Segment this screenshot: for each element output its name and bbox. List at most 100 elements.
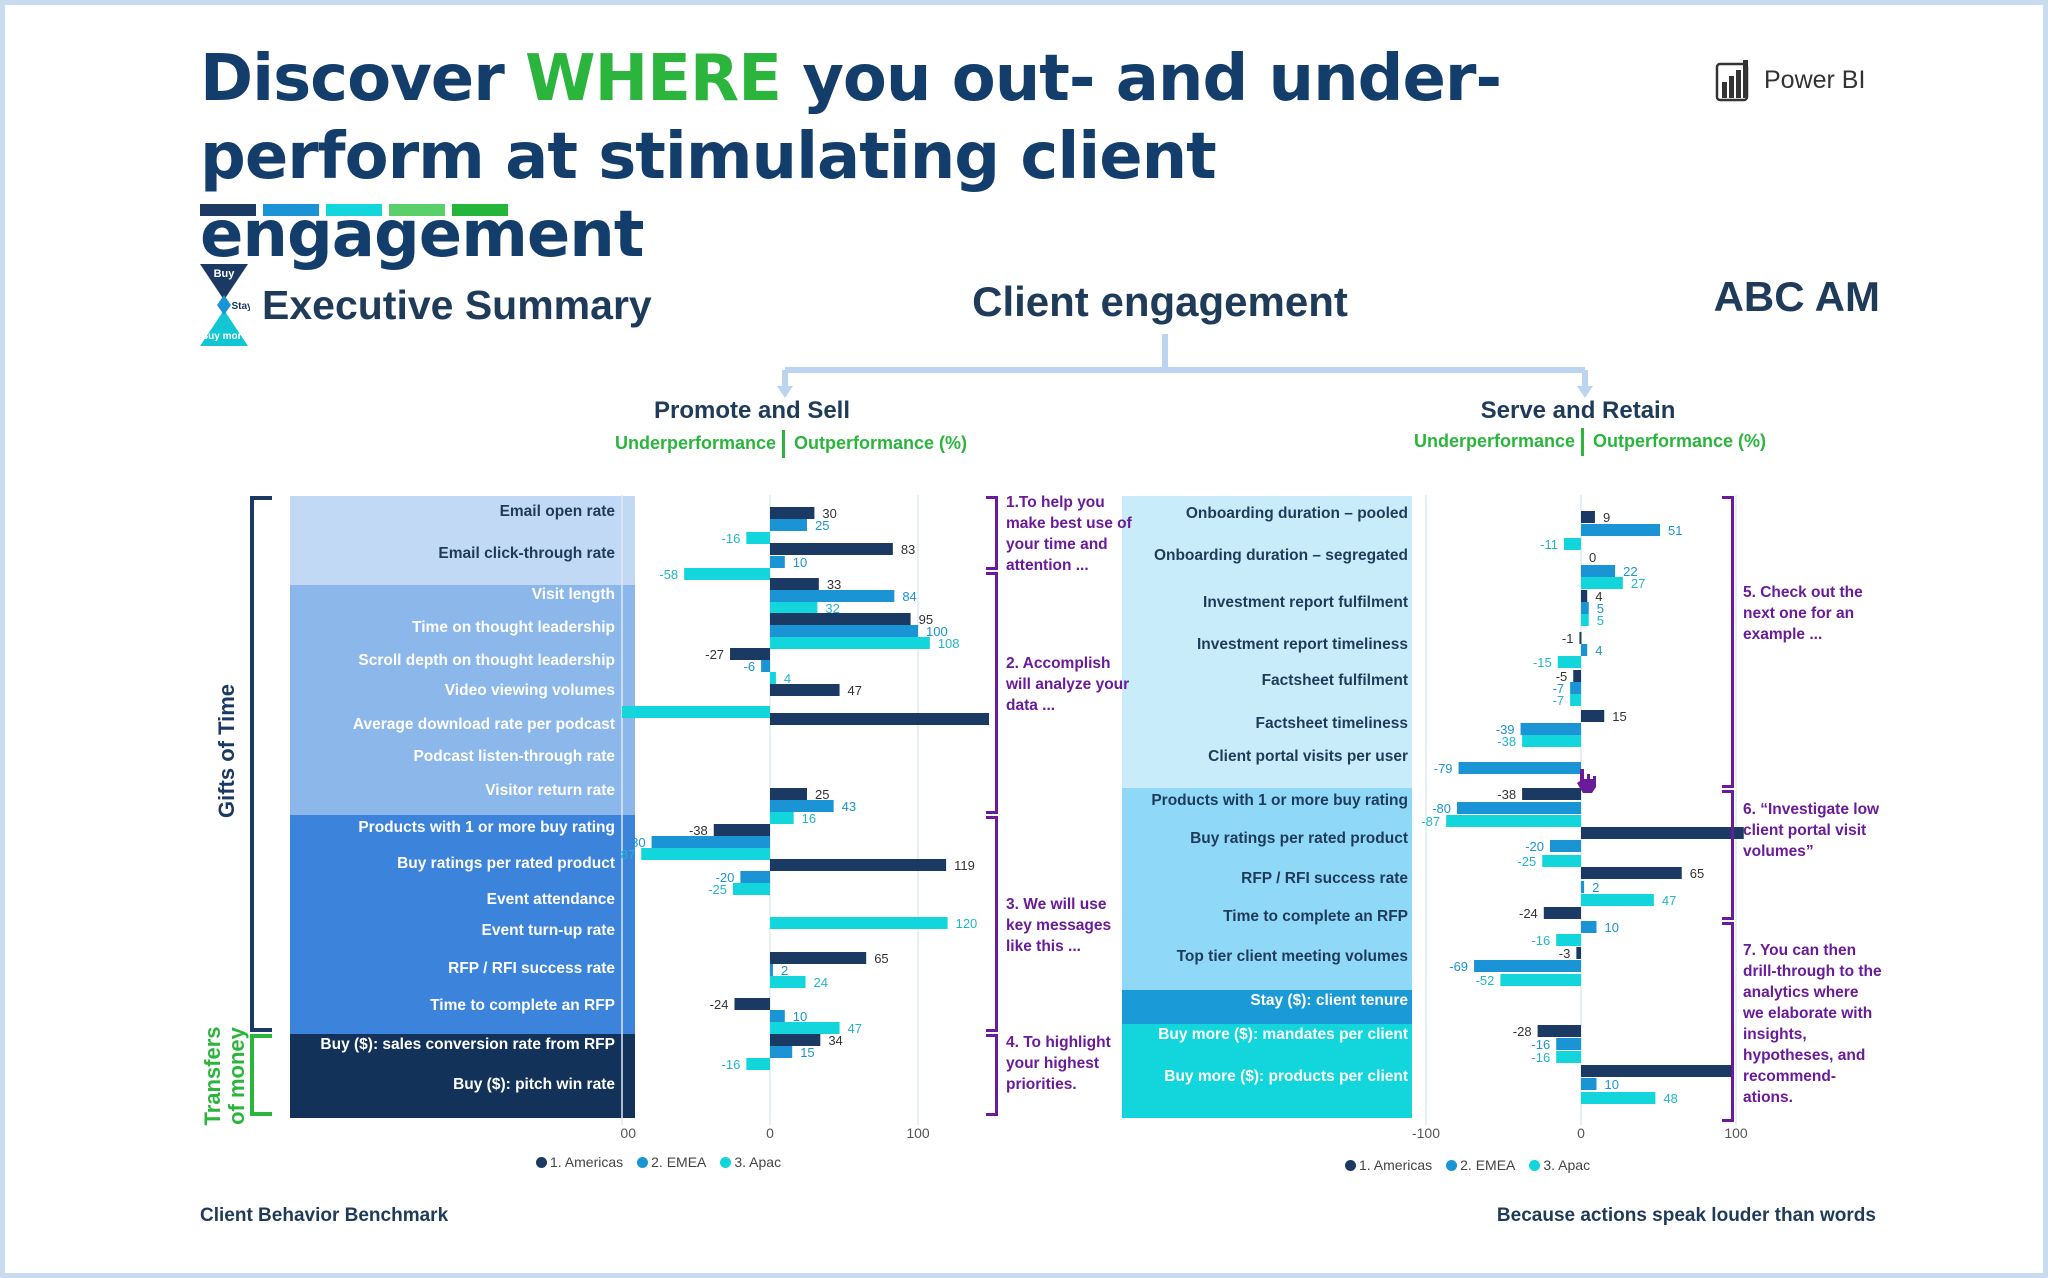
serve-and-retain-title: Serve and Retain xyxy=(1480,397,1676,424)
data-label: 0 xyxy=(1589,550,1596,565)
promote-performance-labels: Underperformance Outperformance (%) xyxy=(494,430,1094,458)
bar-emea xyxy=(770,1010,785,1022)
color-bar-segment xyxy=(263,204,319,216)
data-label: 100 xyxy=(926,624,948,639)
note-bracket xyxy=(986,1034,998,1116)
x-tick-label: 0 xyxy=(766,1125,774,1141)
data-label: 16 xyxy=(802,811,816,826)
data-label: 48 xyxy=(1663,1091,1677,1106)
data-label: 95 xyxy=(919,612,933,627)
data-label: -80 xyxy=(1432,801,1451,816)
row-label: Visit length xyxy=(531,586,615,603)
bar-americas xyxy=(770,713,990,725)
bar-emea xyxy=(1581,921,1597,933)
bar-apac xyxy=(770,602,818,614)
bar-apac xyxy=(641,848,770,860)
data-label: -38 xyxy=(1497,787,1516,802)
bar-emea xyxy=(770,625,918,637)
bar-apac xyxy=(746,1058,770,1070)
data-label: 10 xyxy=(1605,1077,1619,1092)
transfers-of-money-label: Transfers of money xyxy=(200,1026,249,1126)
bar-emea xyxy=(770,800,834,812)
bar-apac xyxy=(746,532,770,544)
row-label: Email click-through rate xyxy=(438,545,615,562)
x-tick-label: 100 xyxy=(1724,1125,1748,1141)
data-label: -25 xyxy=(1517,854,1536,869)
data-label: 47 xyxy=(1662,893,1676,908)
underperformance-label: Underperformance xyxy=(614,433,776,453)
row-label: Products with 1 or more buy rating xyxy=(358,819,615,836)
row-label: Investment report fulfilment xyxy=(1203,594,1408,611)
data-label: 65 xyxy=(1690,866,1704,881)
bar-americas xyxy=(1581,710,1605,722)
data-label: 2 xyxy=(781,963,788,978)
data-label: -25 xyxy=(708,882,727,897)
bar-apac xyxy=(1556,934,1581,946)
underperformance-label: Underperformance xyxy=(1413,431,1575,451)
row-label: Event turn-up rate xyxy=(481,922,615,939)
chart-legend-left: 1. Americas 2. EMEA 3. Apac xyxy=(536,1154,781,1170)
data-label: -20 xyxy=(1525,839,1544,854)
row-label: Buy ($): pitch win rate xyxy=(453,1076,615,1093)
color-bar-segment xyxy=(326,204,382,216)
bar-emea xyxy=(1457,802,1581,814)
label-band xyxy=(290,496,635,585)
data-label: 4 xyxy=(1595,643,1602,658)
legend-americas: 1. Americas xyxy=(1345,1157,1432,1173)
bar-emea xyxy=(740,871,770,883)
data-label: 47 xyxy=(848,1021,862,1036)
row-label: Time on thought leadership xyxy=(412,619,615,636)
data-label: 5 xyxy=(1597,601,1604,616)
row-label: Factsheet fulfilment xyxy=(1261,672,1408,689)
page-title: Discover WHERE you out- and under- perfo… xyxy=(200,42,1502,272)
hierarchy-connector xyxy=(777,334,1593,398)
data-label: 83 xyxy=(901,542,915,557)
bar-americas xyxy=(770,543,893,555)
row-label: Buy more ($): mandates per client xyxy=(1158,1026,1408,1043)
bar-americas xyxy=(770,859,947,871)
note-bracket xyxy=(1722,790,1734,920)
data-label: -16 xyxy=(1531,1037,1550,1052)
hand-cursor-icon xyxy=(1577,769,1596,793)
row-label: Onboarding duration – segregated xyxy=(1153,547,1408,564)
x-tick-label: 100 xyxy=(906,1125,930,1141)
data-label: 15 xyxy=(1612,709,1626,724)
bar-americas xyxy=(770,613,911,625)
bar-apac xyxy=(1581,577,1623,589)
bar-apac xyxy=(770,1022,840,1034)
bar-americas xyxy=(1581,511,1595,523)
serve-performance-labels: Underperformance Outperformance (%) xyxy=(1293,428,1893,456)
row-label: Average download rate per podcast xyxy=(352,716,615,733)
bar-emea xyxy=(1520,723,1581,735)
bar-americas xyxy=(1522,788,1581,800)
data-label: -79 xyxy=(1434,761,1453,776)
data-label: -38 xyxy=(1497,734,1516,749)
data-label: 2 xyxy=(1592,880,1599,895)
bar-apac xyxy=(1522,735,1581,747)
bar-emea xyxy=(1581,1078,1597,1090)
data-label: 10 xyxy=(793,1009,807,1024)
data-label: 22 xyxy=(1623,564,1637,579)
outperformance-label: Outperformance (%) xyxy=(794,433,968,453)
client-engagement-title: Client engagement xyxy=(972,278,1348,325)
data-label: 84 xyxy=(902,589,916,604)
data-label: 120 xyxy=(956,916,978,931)
data-label: -3 xyxy=(1559,946,1571,961)
row-label: Buy ratings per rated product xyxy=(397,855,615,872)
bar-americas xyxy=(1537,1025,1581,1037)
data-label: -87 xyxy=(1421,814,1440,829)
bar-apac xyxy=(770,976,806,988)
power-bi-icon xyxy=(1715,60,1749,102)
promote-and-sell-chart: -10001003025-168310-5833843295100108-27-… xyxy=(620,495,990,1141)
label-band xyxy=(1122,788,1412,990)
row-label: Time to complete an RFP xyxy=(1223,908,1408,925)
row-label: Event attendance xyxy=(486,891,615,908)
row-label: Client portal visits per user xyxy=(1208,748,1408,765)
bar-apac xyxy=(622,706,770,718)
data-label: -16 xyxy=(1531,1050,1550,1065)
bar-americas xyxy=(770,788,807,800)
label-band xyxy=(1122,1024,1412,1118)
x-tick-label: 0 xyxy=(1577,1125,1585,1141)
bar-apac xyxy=(1542,855,1581,867)
data-label: -1 xyxy=(1562,631,1574,646)
